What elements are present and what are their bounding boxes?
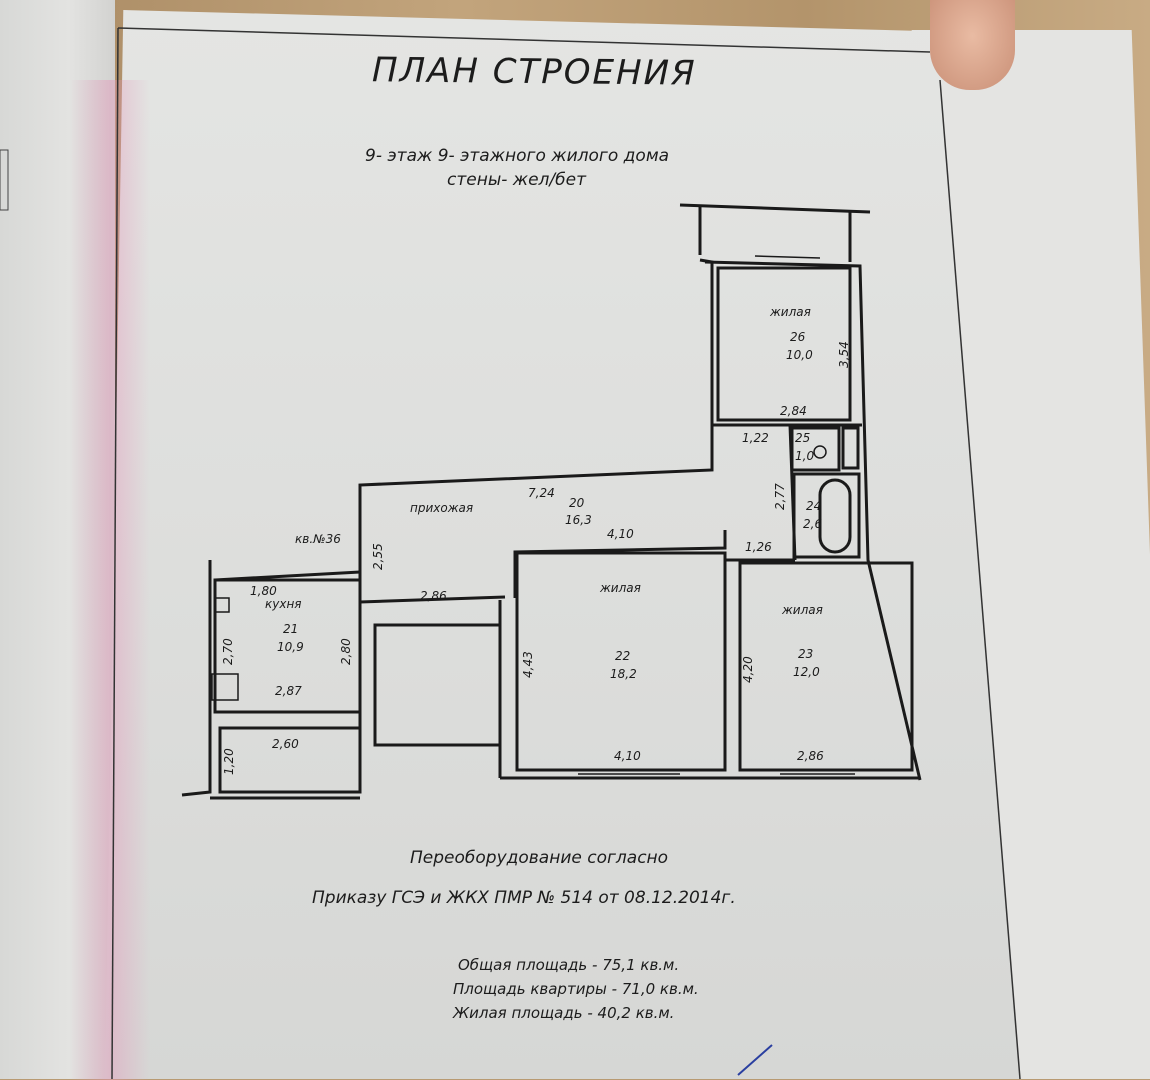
dimension-labels: 3,54 2,84 1,22 2,77 7,24 4,10 1,26 2,55 … xyxy=(221,341,851,775)
room-26-number: 26 xyxy=(790,330,806,344)
dim-2-86-hall: 2,86 xyxy=(420,589,447,603)
dim-2-86-room: 2,86 xyxy=(797,749,824,763)
walls xyxy=(181,203,922,800)
subtitle-floor: 9- этаж 9- этажного жилого дома xyxy=(365,146,670,166)
room-21-number: 21 xyxy=(283,622,298,636)
dim-2-84: 2,84 xyxy=(780,404,807,418)
living-area: Жилая площадь - 40,2 кв.м. xyxy=(453,1004,675,1022)
left-page xyxy=(0,0,115,1079)
room-labels: жилая 26 10,0 25 1,0 24 2,6 прихожая 20 … xyxy=(265,305,823,681)
dim-4-43: 4,43 xyxy=(521,651,535,678)
apartment-area: Площадь квартиры - 71,0 кв.м. xyxy=(453,980,699,998)
note-line-1: Переоборудование согласно xyxy=(410,848,669,868)
dim-1-20: 1,20 xyxy=(222,748,236,775)
dim-2-80: 2,80 xyxy=(339,638,353,665)
dim-2-77: 2,77 xyxy=(773,483,787,510)
subtitle-walls: стены- жел/бет xyxy=(447,170,586,190)
thumb xyxy=(930,0,1015,90)
room-20-name: прихожая xyxy=(410,501,473,515)
dim-1-26: 1,26 xyxy=(745,540,772,554)
room-23-name: жилая xyxy=(781,603,823,617)
dim-1-80: 1,80 xyxy=(250,584,277,598)
room-20-area: 16,3 xyxy=(565,513,592,527)
note-line-2: Приказу ГСЭ и ЖКХ ПМР № 514 от 08.12.201… xyxy=(312,888,736,908)
room-21-area: 10,9 xyxy=(277,640,304,654)
dim-4-10-top: 4,10 xyxy=(607,527,634,541)
dim-1-22: 1,22 xyxy=(742,431,769,445)
room-22-name: жилая xyxy=(599,581,641,595)
dim-2-70: 2,70 xyxy=(221,638,235,665)
dim-7-24: 7,24 xyxy=(528,486,555,500)
room-23-number: 23 xyxy=(798,647,813,661)
room-24-area: 2,6 xyxy=(803,517,822,531)
dim-2-60: 2,60 xyxy=(272,737,299,751)
dim-2-87: 2,87 xyxy=(275,684,302,698)
room-21-name: кухня xyxy=(265,597,302,611)
room-26-area: 10,0 xyxy=(786,348,813,362)
total-area: Общая площадь - 75,1 кв.м. xyxy=(458,956,680,974)
dim-4-10-bottom: 4,10 xyxy=(614,749,641,763)
room-26-name: жилая xyxy=(769,305,811,319)
room-22-number: 22 xyxy=(615,649,630,663)
room-24-number: 24 xyxy=(806,499,821,513)
room-23-area: 12,0 xyxy=(793,665,820,679)
apartment-label: кв.№36 xyxy=(295,532,341,546)
room-22-area: 18,2 xyxy=(610,667,637,681)
room-20-number: 20 xyxy=(569,496,585,510)
dim-3-54: 3,54 xyxy=(837,341,851,368)
room-25-area: 1,0 xyxy=(795,449,814,463)
dim-2-55: 2,55 xyxy=(371,543,385,570)
dim-4-20: 4,20 xyxy=(741,656,755,683)
pink-watermark xyxy=(70,80,150,1080)
room-25-number: 25 xyxy=(795,431,810,445)
